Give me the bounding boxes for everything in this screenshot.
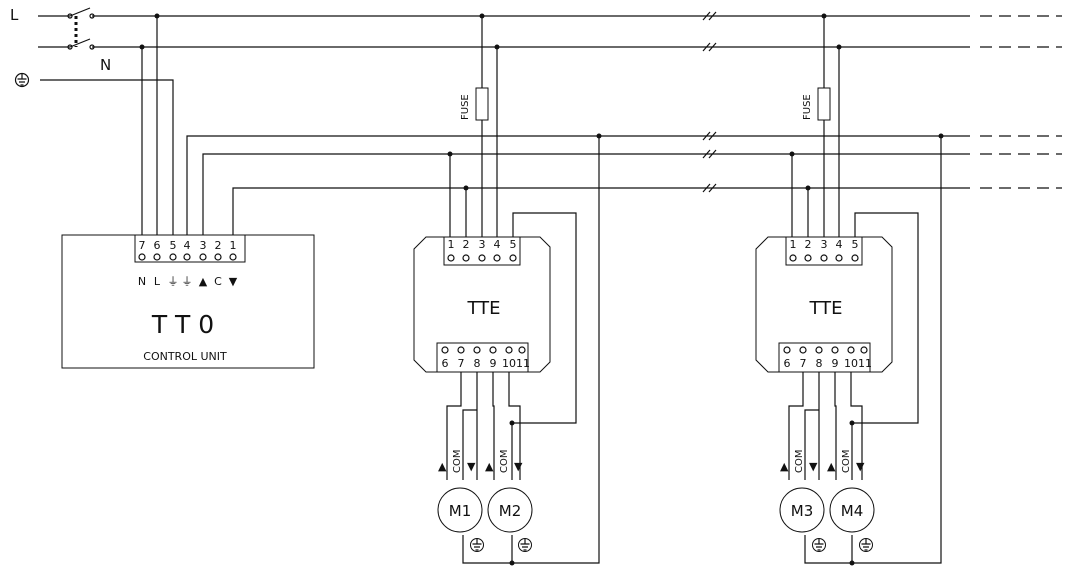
svg-text:7: 7 xyxy=(800,357,807,370)
svg-text:L: L xyxy=(154,275,161,288)
earth-wire xyxy=(40,79,174,235)
svg-text:C: C xyxy=(214,275,222,288)
tte-1-title: TTE xyxy=(466,298,500,319)
fuse-2 xyxy=(817,87,831,121)
break-marks xyxy=(702,11,717,193)
tte-unit-2: FUSE 1 2 3 4 5 TTE 6 7 8 9 10 11 xyxy=(755,13,944,566)
earth-icon xyxy=(14,72,30,88)
svg-text:8: 8 xyxy=(816,357,823,370)
svg-text:▼: ▼ xyxy=(467,460,476,473)
svg-text:⏚: ⏚ xyxy=(182,275,193,288)
svg-text:COM: COM xyxy=(499,450,510,473)
svg-text:2: 2 xyxy=(463,238,470,251)
motor-labels-2: ▲ COM ▼ ▲ COM ▼ xyxy=(780,450,865,473)
svg-text:2: 2 xyxy=(805,238,812,251)
svg-text:8: 8 xyxy=(474,357,481,370)
svg-text:5: 5 xyxy=(852,238,859,251)
svg-text:7: 7 xyxy=(458,357,465,370)
control-unit-terminal-labels: N L ⏚ ⏚ ▲ C ▼ xyxy=(138,275,238,288)
line-label-N: N xyxy=(100,56,111,74)
svg-text:▲: ▲ xyxy=(199,275,208,288)
svg-text:M4: M4 xyxy=(841,502,864,520)
svg-text:10: 10 xyxy=(502,357,516,370)
svg-text:3: 3 xyxy=(821,238,828,251)
svg-text:3: 3 xyxy=(200,239,207,252)
control-unit-terminals: 7 6 5 4 3 2 1 xyxy=(138,239,237,261)
svg-text:COM: COM xyxy=(841,450,852,473)
control-unit-supply xyxy=(141,16,158,235)
svg-text:COM: COM xyxy=(452,450,463,473)
control-bus xyxy=(186,135,1062,235)
svg-text:▼: ▼ xyxy=(809,460,818,473)
svg-text:3: 3 xyxy=(479,238,486,251)
svg-text:⏚: ⏚ xyxy=(168,275,179,288)
mains-switch xyxy=(38,7,970,50)
svg-text:4: 4 xyxy=(494,238,501,251)
svg-text:▲: ▲ xyxy=(827,460,836,473)
mains-continuation xyxy=(980,15,1062,48)
line-label-L: L xyxy=(10,6,19,24)
motor-m2: M2 xyxy=(487,487,533,533)
svg-text:7: 7 xyxy=(139,239,146,252)
control-unit-subtitle: CONTROL UNIT xyxy=(143,350,227,363)
svg-text:M3: M3 xyxy=(791,502,814,520)
svg-text:6: 6 xyxy=(442,357,449,370)
svg-text:1: 1 xyxy=(230,239,237,252)
svg-text:▼: ▼ xyxy=(856,460,865,473)
svg-text:▲: ▲ xyxy=(485,460,494,473)
svg-text:6: 6 xyxy=(154,239,161,252)
svg-text:COM: COM xyxy=(794,450,805,473)
tte-2-title: TTE xyxy=(808,298,842,319)
svg-text:4: 4 xyxy=(836,238,843,251)
control-unit-title: T T 0 xyxy=(151,310,214,339)
svg-text:N: N xyxy=(138,275,146,288)
ground-icon xyxy=(470,538,532,552)
svg-text:1: 1 xyxy=(448,238,455,251)
motor-m4: M4 xyxy=(829,487,875,533)
motor-m3: M3 xyxy=(779,487,825,533)
svg-text:2: 2 xyxy=(215,239,222,252)
svg-text:9: 9 xyxy=(490,357,497,370)
svg-text:▲: ▲ xyxy=(780,460,789,473)
motor-m1: M1 xyxy=(437,487,483,533)
svg-text:9: 9 xyxy=(832,357,839,370)
control-unit: 7 6 5 4 3 2 1 N L ⏚ ⏚ ▲ C ▼ T T 0 CONTRO… xyxy=(61,234,315,369)
svg-text:11: 11 xyxy=(858,357,872,370)
svg-text:▼: ▼ xyxy=(514,460,523,473)
svg-text:10: 10 xyxy=(844,357,858,370)
svg-text:M1: M1 xyxy=(449,502,472,520)
svg-text:▼: ▼ xyxy=(229,275,238,288)
svg-text:6: 6 xyxy=(784,357,791,370)
svg-text:5: 5 xyxy=(510,238,517,251)
svg-text:M2: M2 xyxy=(499,502,522,520)
ground-icon xyxy=(812,538,873,552)
motor-labels-1: ▲ COM ▼ ▲ COM ▼ xyxy=(438,450,523,473)
tte-unit-1: FUSE 1 2 3 4 5 TTE 6 7 8 9 10 11 xyxy=(413,13,602,566)
fuse-1 xyxy=(475,87,489,121)
svg-text:FUSE: FUSE xyxy=(460,94,471,120)
svg-text:11: 11 xyxy=(516,357,530,370)
svg-text:FUSE: FUSE xyxy=(802,94,813,120)
svg-text:5: 5 xyxy=(170,239,177,252)
svg-text:1: 1 xyxy=(790,238,797,251)
svg-text:▲: ▲ xyxy=(438,460,447,473)
svg-text:4: 4 xyxy=(184,239,191,252)
